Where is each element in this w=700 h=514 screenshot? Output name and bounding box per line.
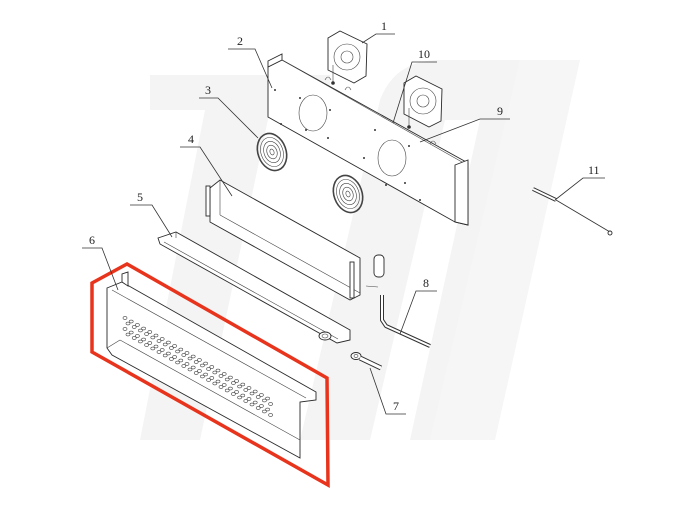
svg-text:10: 10 [418,47,430,61]
callout-8: 8 [399,276,437,335]
l-tube [380,295,431,348]
svg-text:7: 7 [393,399,399,413]
fan-10 [403,75,443,129]
callout-9: 9 [419,104,510,143]
svg-text:6: 6 [89,233,95,247]
svg-text:8: 8 [423,276,429,290]
perforation-holes [122,316,273,417]
fan-panel [267,53,469,226]
drain-fitting [350,352,383,371]
drip-tray [157,231,351,344]
svg-text:2: 2 [237,34,243,48]
callouts: 1 2 3 4 5 6 7 8 [82,19,605,415]
svg-text:3: 3 [205,83,211,97]
svg-text:4: 4 [188,132,194,146]
callout-10: 10 [392,47,437,124]
callout-6: 6 [82,233,119,291]
callout-1: 1 [361,19,395,44]
callout-2: 2 [228,34,273,89]
svg-text:5: 5 [137,190,143,204]
sensor-probe [532,187,613,236]
callout-11: 11 [554,163,605,201]
highlight-box [90,261,330,489]
evaporator-coil [205,179,385,301]
callout-5: 5 [130,190,173,238]
callout-3: 3 [199,83,259,139]
svg-text:9: 9 [497,104,503,118]
callout-4: 4 [180,132,233,197]
svg-text:1: 1 [381,19,387,33]
fan-1 [327,30,368,85]
callout-7: 7 [369,367,406,415]
front-cover [106,271,317,459]
fan-guard [256,132,364,214]
svg-text:11: 11 [588,163,600,177]
